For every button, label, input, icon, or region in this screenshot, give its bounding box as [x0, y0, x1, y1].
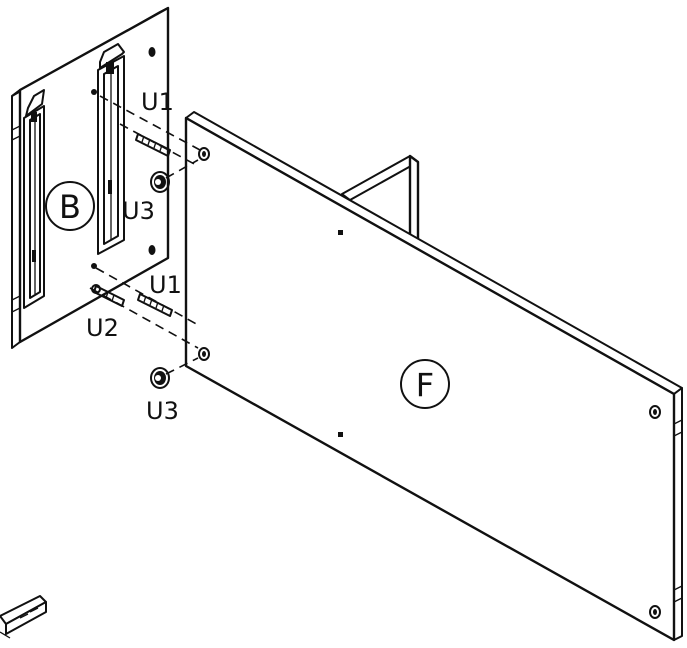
cam-hole [198, 347, 210, 361]
cam-hole [198, 147, 210, 161]
dowel-u1-top [99, 95, 201, 167]
label-u3-top: U3 [122, 197, 155, 225]
hole [148, 245, 156, 255]
label-u3-bottom: U3 [146, 397, 179, 425]
fittings: U1 U3 U1 U2 U3 [86, 88, 201, 425]
cam-lock-u3-bottom [150, 357, 199, 389]
cam-bolt-u2 [89, 284, 199, 349]
panel-f-label: F [416, 366, 434, 404]
pilot-hole [338, 432, 343, 437]
partial-panel-bottom-left [0, 595, 47, 639]
panel-b-face [18, 6, 170, 344]
drawer-runner-right [97, 43, 125, 255]
hole [148, 47, 156, 57]
panel-f: F [184, 111, 683, 642]
cam-hole [649, 605, 661, 619]
label-u2: U2 [86, 314, 119, 342]
panel-f-circle [400, 359, 450, 409]
label-u1-bottom: U1 [149, 271, 182, 299]
pilot-hole [338, 230, 343, 235]
panel-b: B [11, 6, 170, 349]
cam-lock-u3-top [150, 159, 199, 193]
label-u1-top: U1 [141, 88, 174, 116]
back-panel-edge [408, 154, 420, 242]
panel-b-circle [45, 181, 95, 231]
cam-hole [649, 405, 661, 419]
panel-f-face [184, 116, 676, 642]
drawer-runner-left [23, 89, 45, 309]
panel-b-label: B [59, 188, 81, 226]
back-panel-top [341, 155, 419, 201]
dowel-u1-bottom [95, 267, 201, 327]
